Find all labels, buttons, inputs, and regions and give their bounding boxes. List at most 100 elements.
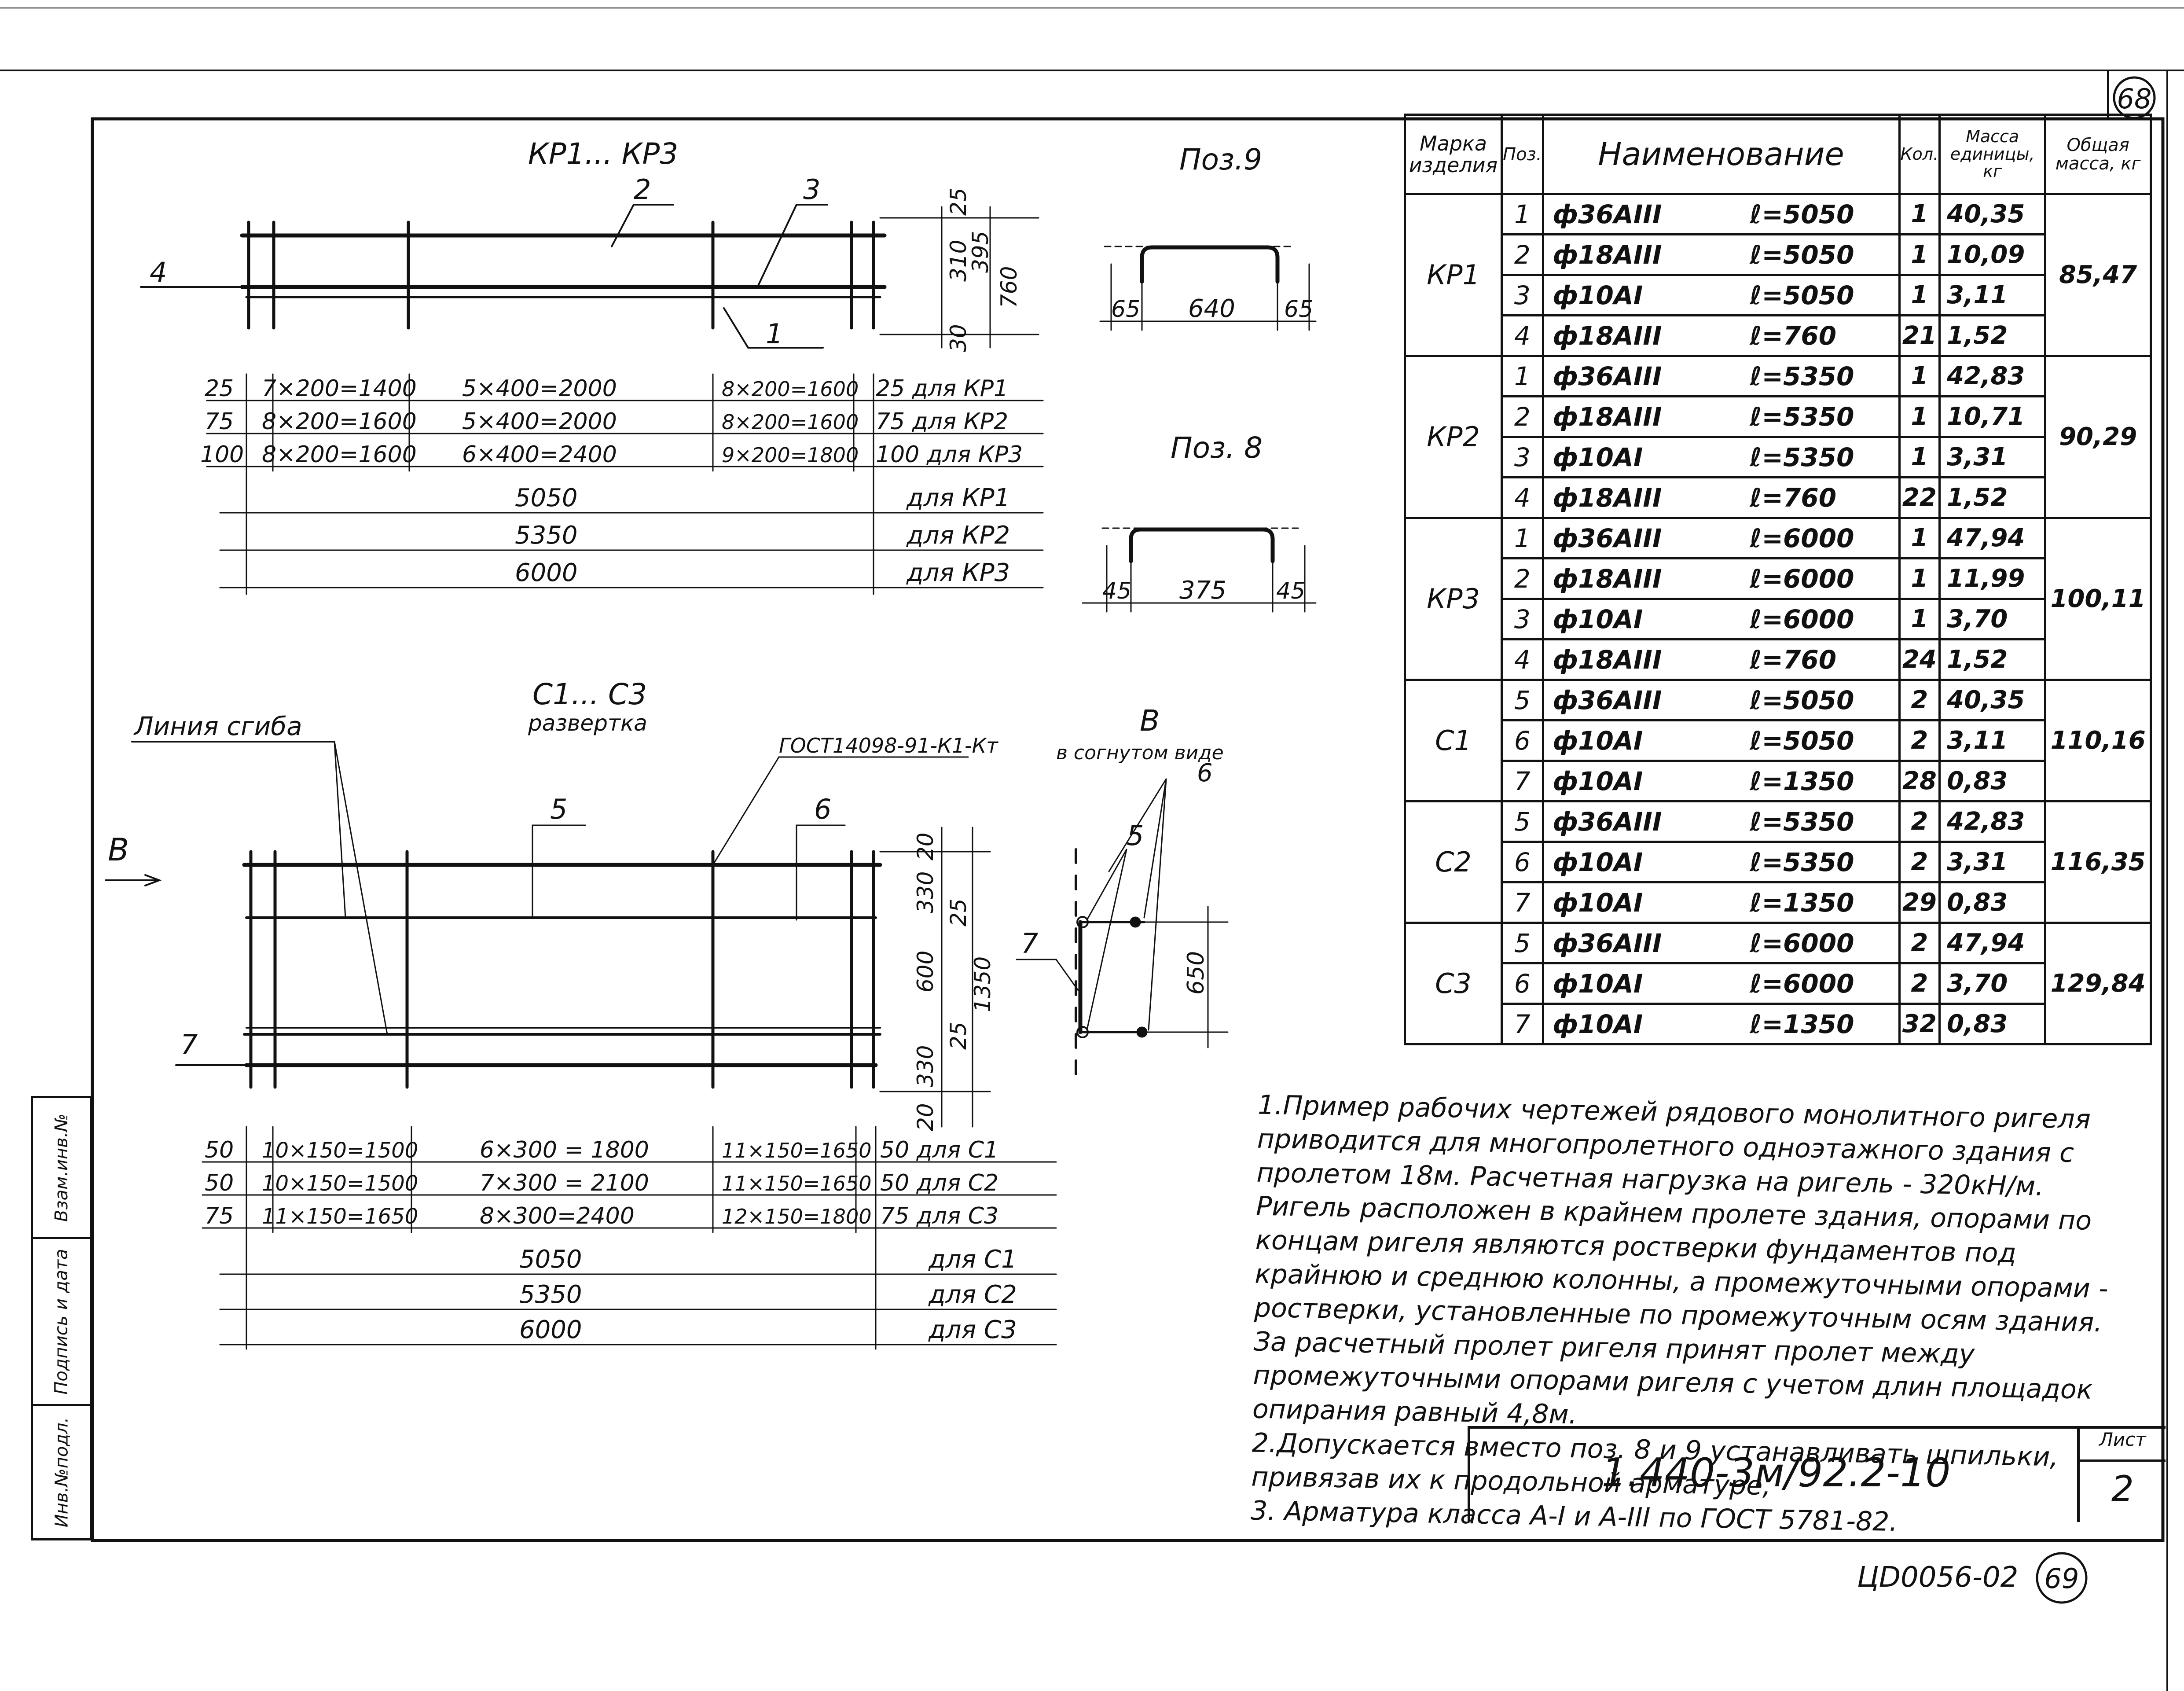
cell-length: ℓ=5050 (1750, 719, 1901, 762)
svg-text:для С3: для С3 (928, 1316, 1017, 1344)
cell-total-mass: 85,47 (2044, 193, 2152, 357)
pos8-detail: Поз. 8 45 375 45 (1082, 431, 1317, 613)
svg-text:Поз. 8: Поз. 8 (1171, 431, 1263, 465)
cell-length: ℓ=760 (1750, 476, 1901, 519)
svg-text:7: 7 (1021, 927, 1038, 959)
svg-text:75: 75 (205, 1203, 234, 1229)
top-frame-drawing: КР1... КР3 2 3 4 1 25 310 395 760 30 (140, 137, 1044, 595)
svg-text:760: 760 (996, 266, 1022, 308)
svg-text:68: 68 (2117, 83, 2152, 115)
cell-pos: 5 (1501, 800, 1544, 843)
page-number-top: 68 (2113, 76, 2156, 119)
cell-unit-mass: 10,71 (1938, 395, 2047, 438)
svg-text:9×200=1800: 9×200=1800 (722, 443, 859, 467)
svg-text:5350: 5350 (519, 1280, 582, 1309)
cell-name: ф10АI (1542, 1003, 1750, 1045)
cell-pos: 1 (1501, 193, 1544, 235)
cell-name: ф10АI (1542, 841, 1750, 883)
cell-length: ℓ=760 (1750, 638, 1901, 681)
cell-unit-mass: 0,83 (1938, 760, 2047, 802)
cell-unit-mass: 42,83 (1938, 355, 2047, 397)
svg-text:В: В (108, 832, 129, 868)
svg-text:3: 3 (803, 173, 820, 206)
svg-text:11×150=1650: 11×150=1650 (262, 1204, 418, 1229)
svg-text:для КР2: для КР2 (906, 521, 1010, 550)
cell-pos: 4 (1501, 314, 1544, 357)
cell-pos: 1 (1501, 517, 1544, 559)
svg-text:для КР3: для КР3 (906, 559, 1010, 587)
cell-name: ф10АI (1542, 436, 1750, 478)
cell-unit-mass: 10,09 (1938, 233, 2047, 276)
cell-unit-mass: 3,70 (1938, 962, 2047, 1005)
cell-qty: 2 (1898, 679, 1941, 721)
cell-length: ℓ=5050 (1750, 274, 1901, 316)
cell-length: ℓ=760 (1750, 314, 1901, 357)
cell-unit-mass: 40,35 (1938, 193, 2047, 235)
svg-text:5050: 5050 (519, 1245, 582, 1274)
cell-unit-mass: 3,11 (1938, 719, 2047, 762)
cell-length: ℓ=5350 (1750, 355, 1901, 397)
cell-pos: 4 (1501, 476, 1544, 519)
header-mark: Марка изделия (1404, 114, 1503, 195)
side-cell-inv: Инв.№подл. (31, 1404, 92, 1540)
cell-qty: 1 (1898, 274, 1941, 316)
archive-code: ЦD0056-02 (1857, 1561, 2018, 1594)
svg-text:65: 65 (1111, 296, 1140, 323)
cell-qty: 1 (1898, 355, 1941, 397)
sheet-label: Лист (2080, 1429, 2166, 1462)
cell-mark: С2 (1404, 800, 1503, 924)
cell-qty: 1 (1898, 517, 1941, 559)
cell-unit-mass: 11,99 (1938, 557, 2047, 600)
cell-length: ℓ=1350 (1750, 881, 1901, 924)
svg-text:25 для КР1: 25 для КР1 (876, 375, 1008, 402)
cell-total-mass: 129,84 (2044, 922, 2152, 1045)
cell-length: ℓ=6000 (1750, 962, 1901, 1005)
cell-length: ℓ=1350 (1750, 1003, 1901, 1045)
svg-text:310: 310 (946, 240, 971, 282)
cell-name: ф36АIII (1542, 679, 1750, 721)
sheet-box: Лист 2 (2077, 1426, 2166, 1522)
cell-unit-mass: 42,83 (1938, 800, 2047, 843)
svg-text:8×200=1600: 8×200=1600 (722, 410, 859, 434)
cell-total-mass: 110,16 (2044, 679, 2152, 802)
header-name: Наименование (1542, 114, 1901, 195)
svg-text:600: 600 (913, 951, 938, 993)
svg-text:5×400=2000: 5×400=2000 (462, 375, 617, 402)
svg-text:6000: 6000 (519, 1316, 582, 1344)
cell-unit-mass: 3,31 (1938, 436, 2047, 478)
cell-mark: С1 (1404, 679, 1503, 802)
cell-length: ℓ=5350 (1750, 841, 1901, 883)
cell-unit-mass: 47,94 (1938, 922, 2047, 964)
svg-text:50: 50 (205, 1170, 234, 1196)
svg-text:25: 25 (946, 1022, 971, 1050)
cell-pos: 2 (1501, 395, 1544, 438)
cell-length: ℓ=6000 (1750, 517, 1901, 559)
svg-text:100: 100 (200, 441, 244, 468)
cell-pos: 3 (1501, 436, 1544, 478)
svg-text:В: В (1140, 704, 1160, 738)
cell-pos: 5 (1501, 922, 1544, 964)
cell-unit-mass: 0,83 (1938, 1003, 2047, 1045)
svg-text:8×200=1600: 8×200=1600 (262, 408, 417, 435)
sheet-number: 2 (2111, 1468, 2134, 1509)
cell-pos: 2 (1501, 233, 1544, 276)
note-1: 1.Пример рабочих чертежей рядового монол… (1252, 1089, 2109, 1430)
cell-length: ℓ=5050 (1750, 679, 1901, 721)
svg-text:25: 25 (946, 898, 971, 926)
cell-mark: КР1 (1404, 193, 1503, 357)
svg-text:50: 50 (205, 1137, 234, 1163)
cell-total-mass: 116,35 (2044, 800, 2152, 924)
svg-text:Поз.9: Поз.9 (1179, 143, 1262, 176)
header-qty: Кол. (1898, 114, 1941, 195)
svg-text:650: 650 (1183, 951, 1209, 995)
svg-text:640: 640 (1188, 294, 1235, 323)
